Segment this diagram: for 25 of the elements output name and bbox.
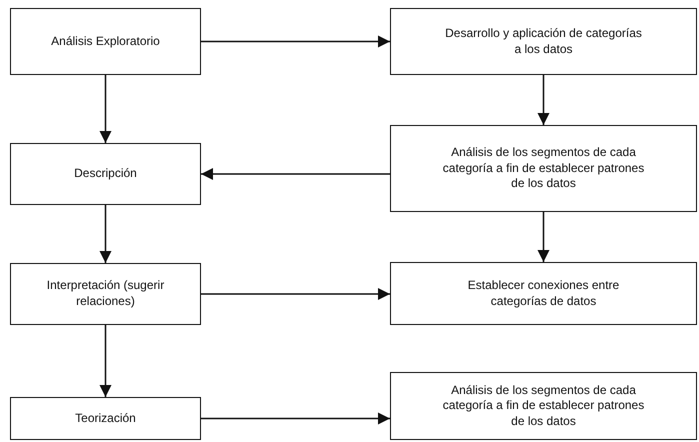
arrow [100, 205, 112, 263]
process-box [390, 125, 697, 212]
process-box [10, 263, 201, 325]
arrow [538, 212, 550, 262]
process-box [10, 8, 201, 75]
box-text: Análisis Exploratorio [51, 34, 160, 50]
arrow [201, 412, 390, 424]
arrow [538, 75, 550, 125]
box-text: Interpretación (sugerir relaciones) [46, 278, 166, 310]
arrow [100, 75, 112, 143]
process-box [390, 8, 697, 75]
box-text: Descripción [74, 166, 137, 182]
arrow [201, 36, 390, 48]
process-box [10, 397, 201, 440]
box-text: Desarrollo y aplicación de categorías a los datos [444, 26, 643, 58]
arrow [201, 288, 390, 300]
process-box [390, 372, 697, 440]
box-text: Establecer conexiones entre categorías de datos [466, 278, 620, 310]
box-text: Teorización [75, 410, 136, 426]
box-text: Análisis de los segmentos de cada categoría a fin de establecer patrones de los datos [442, 145, 646, 192]
process-box [390, 262, 697, 325]
arrow [201, 168, 390, 180]
arrow [100, 325, 112, 397]
box-text: Análisis de los segmentos de cada categoría a fin de establecer patrones de los datos [442, 382, 646, 430]
process-box [10, 143, 201, 205]
